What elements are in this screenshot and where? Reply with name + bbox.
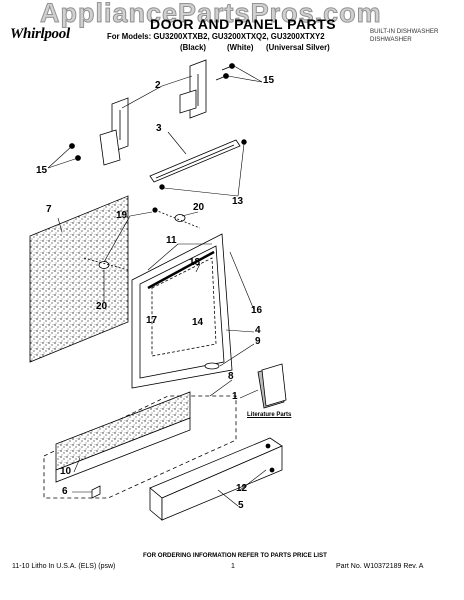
callout-5: 5 bbox=[238, 500, 244, 511]
callout-20-lower: 20 bbox=[96, 301, 108, 312]
callout-15-lower: 15 bbox=[36, 165, 48, 176]
color-black: (Black) bbox=[180, 43, 206, 52]
callout-11: 11 bbox=[166, 235, 177, 246]
part-13-screws bbox=[159, 139, 247, 190]
callout-15-upper: 15 bbox=[263, 75, 275, 86]
model-list: For Models: GU3200XTXB2, GU3200XTXQ2, GU… bbox=[107, 32, 325, 41]
page-number: 1 bbox=[231, 563, 235, 570]
callout-3: 3 bbox=[156, 123, 162, 134]
callout-19: 19 bbox=[116, 210, 128, 221]
callout-10: 10 bbox=[60, 466, 72, 477]
callout-7: 7 bbox=[46, 204, 52, 215]
callout-6: 6 bbox=[62, 486, 68, 497]
part-4-outer-door bbox=[131, 233, 233, 389]
part-3-support-rail bbox=[149, 139, 241, 183]
print-info: 11-10 Litho In U.S.A. (ELS) (psw) bbox=[12, 563, 116, 570]
part-6-clip bbox=[91, 485, 101, 499]
part-10-lower-panel bbox=[55, 391, 191, 483]
product-line-1: BUILT-IN DISHWASHER bbox=[370, 28, 439, 35]
part-7-door-panel bbox=[29, 195, 129, 363]
part-5-toe-panel bbox=[149, 437, 283, 521]
callout-12: 12 bbox=[236, 483, 248, 494]
color-white: (White) bbox=[227, 43, 254, 52]
watermark-text: AppliancePartsPros.com bbox=[40, 0, 382, 29]
callout-2: 2 bbox=[155, 80, 161, 91]
part-number: Part No. W10372189 Rev. A bbox=[336, 563, 424, 570]
callout-18: 18 bbox=[189, 257, 201, 268]
callout-16: 16 bbox=[251, 305, 263, 316]
literature-parts-label: Literature Parts bbox=[247, 412, 292, 418]
callout-1: 1 bbox=[232, 391, 238, 402]
brand-logo: Whirlpool bbox=[10, 26, 70, 42]
part-15-screws bbox=[69, 63, 235, 161]
color-silver: (Universal Silver) bbox=[266, 43, 330, 52]
page-title: DOOR AND PANEL PARTS bbox=[150, 16, 337, 32]
callout-9: 9 bbox=[255, 336, 261, 347]
product-line-2: DISHWASHER bbox=[370, 35, 412, 43]
callout-17: 17 bbox=[146, 315, 158, 326]
product-type: BUILT-IN DISHWASHER DISHWASHER bbox=[370, 28, 438, 43]
callout-14: 14 bbox=[192, 317, 204, 328]
ordering-note: FOR ORDERING INFORMATION REFER TO PARTS … bbox=[143, 552, 327, 559]
part-1-literature bbox=[257, 363, 287, 409]
callout-13: 13 bbox=[232, 196, 244, 207]
callout-4: 4 bbox=[255, 325, 261, 336]
callout-leader-lines bbox=[47, 65, 267, 507]
callout-8: 8 bbox=[228, 371, 234, 382]
part-2-hinge-bracket bbox=[99, 59, 207, 166]
callout-20-upper: 20 bbox=[193, 202, 205, 213]
